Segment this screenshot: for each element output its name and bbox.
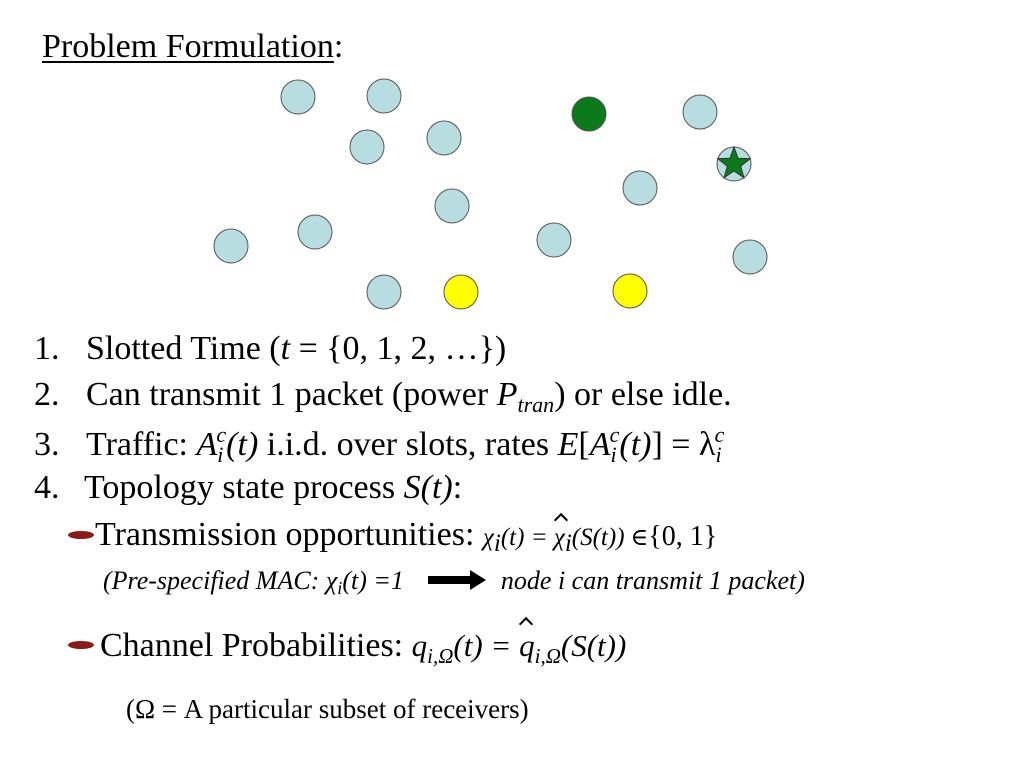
arrival-superscript: c (609, 422, 620, 447)
arrival-subscript: i (217, 442, 224, 467)
item-1: 1. Slotted Time (t = {0, 1, 2, …}) (34, 330, 506, 368)
chi-arg: (t) = (500, 524, 554, 551)
network-node (682, 94, 718, 130)
item-number: 4. (34, 469, 60, 506)
sub-item-label: Transmission opportunities: (95, 516, 483, 553)
state-symbol: S(t) (403, 469, 453, 506)
right-arrow-icon (428, 570, 487, 590)
item-text: : (452, 469, 463, 506)
network-node (536, 222, 572, 258)
bracket-equals: ] = (651, 426, 699, 463)
arrival-symbol: A (589, 426, 611, 463)
item-3: 3.Traffic: Aic(t) i.i.d. over slots, rat… (34, 422, 724, 468)
item-number: 2. (34, 376, 60, 413)
chi-hat-arg: (S(t)) (571, 524, 625, 551)
item-text: i.i.d. over slots, rates (258, 426, 558, 463)
arrival-symbol: A (196, 426, 218, 463)
item-number: 1. (34, 330, 60, 367)
lambda-subscript: i (715, 442, 722, 467)
chi-subscript: i (337, 578, 343, 598)
network-node (434, 188, 470, 224)
q-arg: (t) = (453, 628, 520, 663)
network-node (622, 170, 658, 206)
pre-specified-mac-note: (Pre-specified MAC: χi(t) =1 node i can … (103, 566, 805, 599)
item-text: = {0, 1, 2, …}) (290, 330, 507, 367)
binary-set: {0, 1} (648, 521, 718, 552)
green-node (571, 96, 607, 132)
network-node (366, 78, 402, 114)
lambda-superscript: c (714, 422, 725, 447)
item-text: Slotted Time ( (86, 330, 281, 367)
arrival-subscript: i (610, 442, 617, 467)
chi-symbol: χ (325, 566, 338, 595)
sub-item-label: Channel Probabilities: (100, 627, 412, 664)
arrival-superscript: c (216, 422, 227, 447)
title-colon: : (333, 28, 344, 65)
network-node (213, 228, 249, 264)
sub-item-channel: Channel Probabilities: qi,Ω(t) = qi,Ω(S(… (100, 627, 626, 669)
note-text: node i can transmit 1 packet) (500, 566, 805, 595)
network-node (426, 120, 462, 156)
arrival-arg: (t) (226, 426, 259, 463)
q-hat-arg: (S(t)) (560, 628, 627, 663)
arrival-arg: (t) (619, 426, 652, 463)
network-diagram (213, 78, 768, 310)
q-subscript: i,Ω (427, 644, 454, 668)
network-node (732, 239, 768, 275)
yellow-node (612, 273, 648, 309)
omega-note: (Ω = A particular subset of receivers) (126, 694, 529, 724)
item-number: 3. (34, 426, 60, 463)
lambda-symbol: λ (698, 426, 716, 463)
bullet-icon (68, 531, 94, 539)
chi-hat-subscript: i (564, 530, 572, 557)
power-subscript: tran (517, 392, 555, 417)
expectation-symbol: E (557, 426, 579, 463)
bracket: [ (578, 426, 590, 463)
chi-symbol: χ (482, 524, 494, 551)
network-node (349, 129, 385, 165)
item-text: Topology state process (84, 469, 404, 506)
q-hat-subscript: i,Ω (534, 644, 561, 668)
item-text: Can transmit 1 packet (power (86, 376, 497, 413)
title-text: Problem Formulation (42, 28, 334, 65)
network-node (280, 79, 316, 115)
power-symbol: P (496, 376, 518, 413)
green-star-icon (716, 145, 752, 179)
yellow-node (443, 274, 479, 310)
network-node (297, 214, 333, 250)
bullet-icon (68, 641, 94, 649)
q-hat-symbol: q (519, 628, 535, 663)
time-symbol: t (280, 330, 291, 367)
note-text: (Pre-specified MAC: (103, 566, 326, 595)
network-node (366, 274, 402, 310)
item-text: Traffic: (86, 426, 197, 463)
element-of-symbol: ∈ (624, 525, 649, 551)
item-text: ) or else idle. (554, 376, 732, 413)
sub-item-transmission: Transmission opportunities: χi(t) = χi(S… (95, 516, 717, 558)
chi-hat-symbol: χ (553, 524, 565, 551)
chi-arg: (t) =1 (342, 566, 404, 595)
item-2: 2. Can transmit 1 packet (power Ptran) or… (34, 376, 732, 418)
slide-title: Problem Formulation: (42, 28, 343, 66)
item-4: 4. Topology state process S(t): (34, 469, 462, 507)
q-symbol: q (411, 628, 428, 663)
chi-subscript: i (493, 530, 501, 557)
